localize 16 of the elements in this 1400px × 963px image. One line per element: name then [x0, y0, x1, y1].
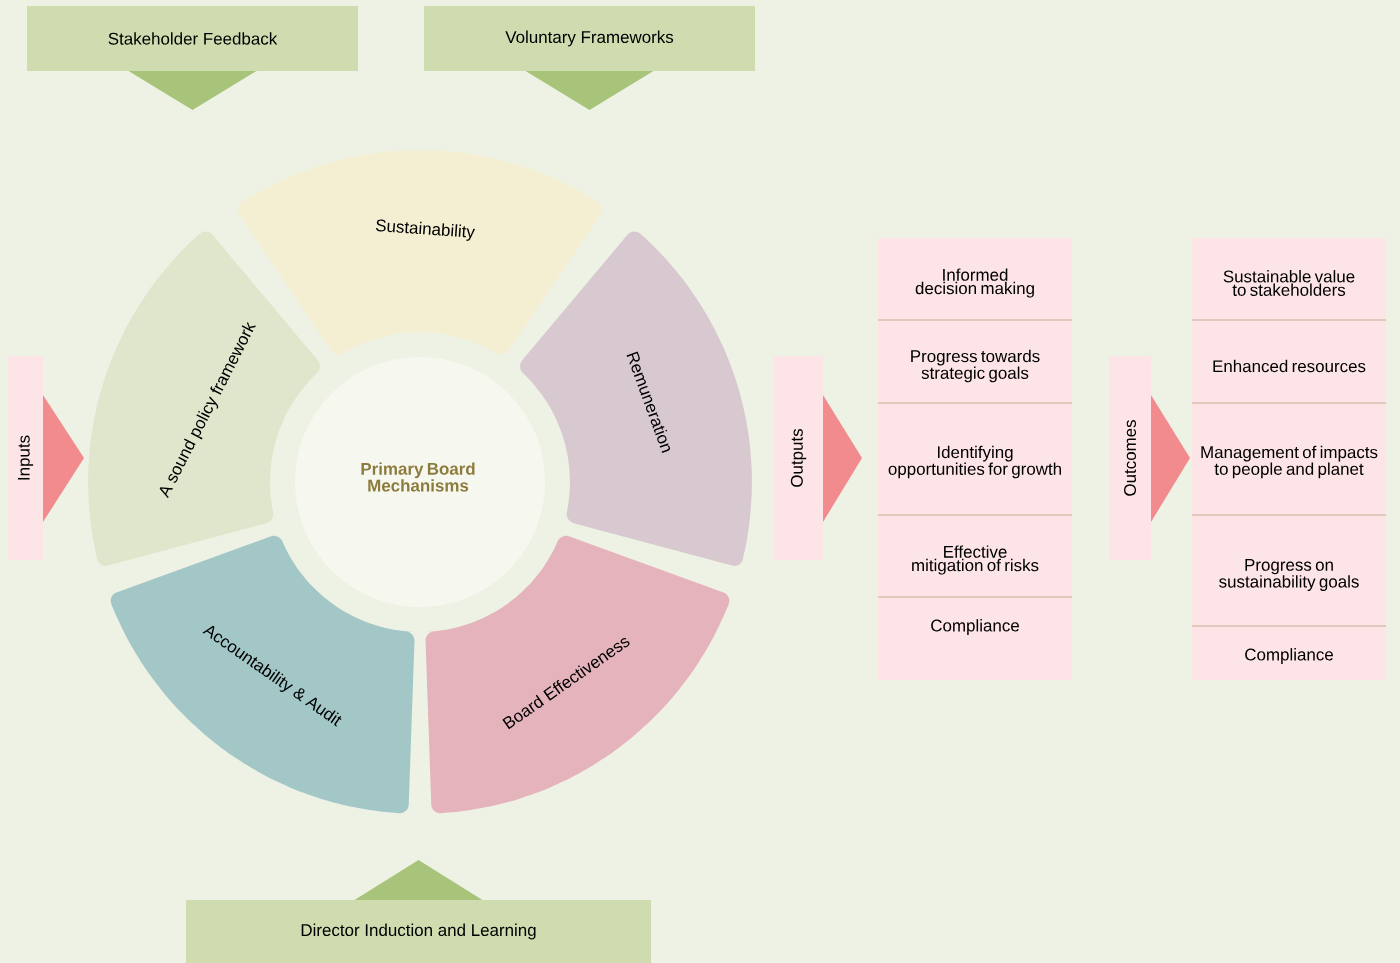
list-item: Progress towards strategic goals: [911, 349, 1040, 383]
list-item: Effective mitigation of risks: [912, 545, 1039, 575]
stage-tab: Outcomes: [1109, 356, 1190, 560]
list-item: Progress on sustainability goals: [1219, 559, 1359, 591]
stage-tab: Outputs: [774, 356, 862, 560]
list-item: Sustainable value to stakeholders: [1223, 270, 1355, 296]
list-item: Enhanced resources: [1213, 359, 1366, 373]
banner: Director Induction and Learning: [186, 860, 651, 963]
list-item: Identifying opportunities for growth: [888, 445, 1061, 479]
list-item: Management of impacts to people and planet: [1201, 445, 1378, 479]
banner: Stakeholder Feedback: [27, 6, 358, 110]
banner: Voluntary Frameworks: [424, 6, 755, 110]
stage-tab: Inputs: [8, 356, 84, 560]
list-item: Compliance: [931, 619, 1019, 635]
list-item: Informed decision making: [915, 268, 1034, 298]
list-item: Compliance: [1245, 648, 1333, 664]
